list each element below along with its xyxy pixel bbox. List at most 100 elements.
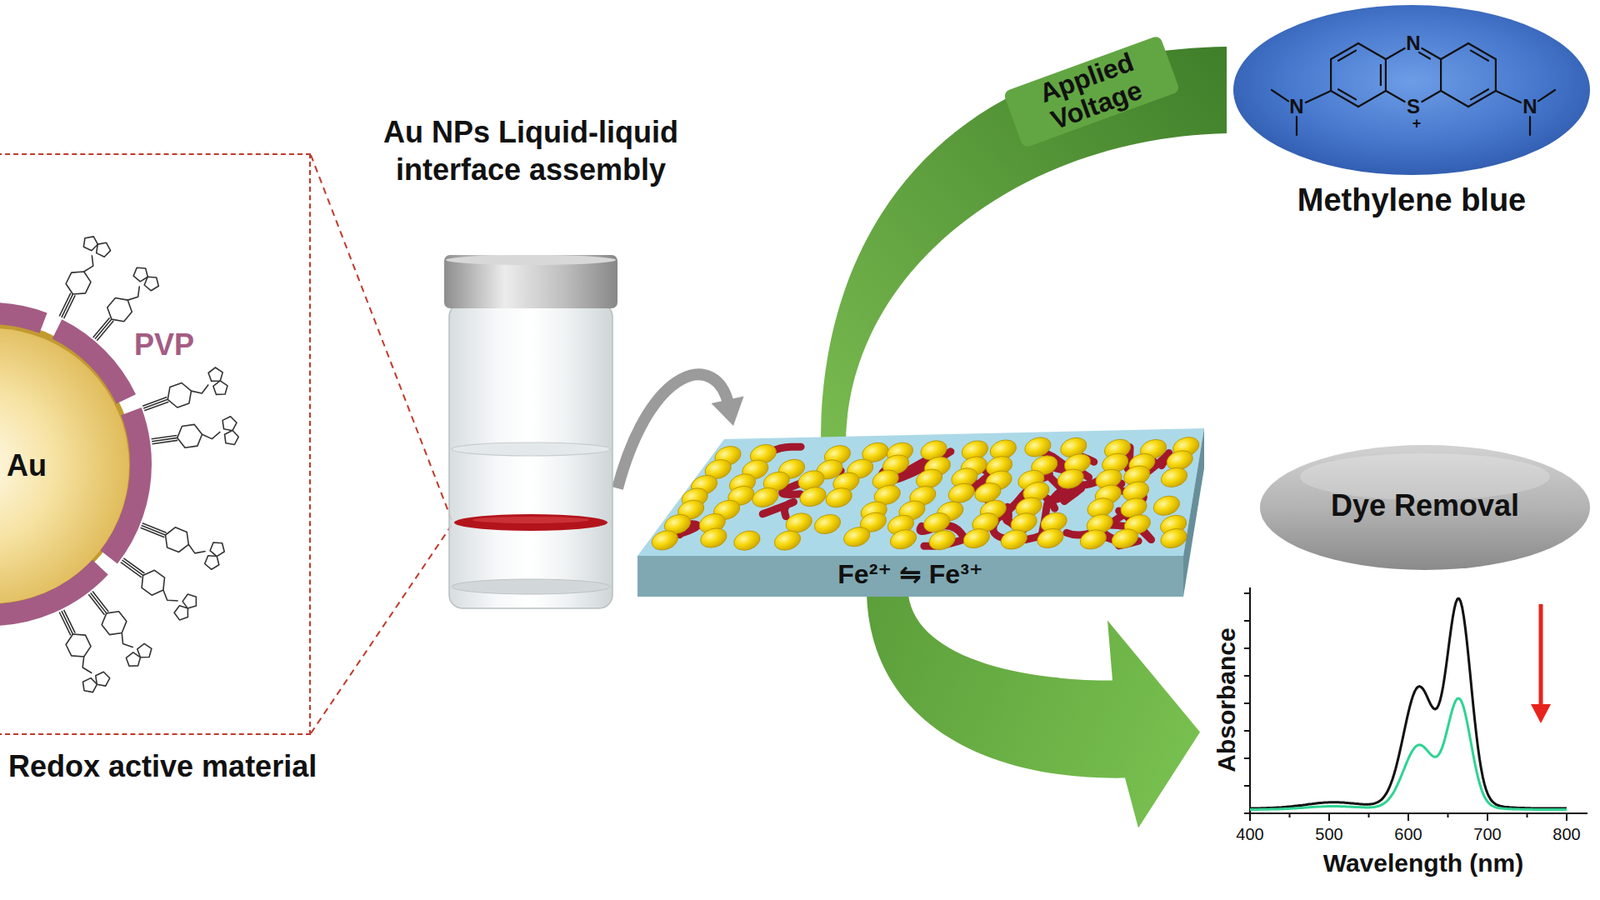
cyclopentadienyl-ring xyxy=(96,242,111,257)
tick-label: 400 xyxy=(1225,824,1275,845)
text-holder: S xyxy=(1400,95,1426,120)
liquid-surface xyxy=(451,442,610,456)
x-tick xyxy=(1565,813,1568,821)
bond xyxy=(1421,48,1441,60)
triple-bond xyxy=(64,295,76,319)
alkyl-chain xyxy=(82,656,92,674)
y-tick xyxy=(1244,592,1250,595)
gold-particle xyxy=(1158,525,1190,552)
bond xyxy=(1385,90,1405,102)
text-holder: Redox active material xyxy=(8,748,400,785)
cyclopentadienyl-ring xyxy=(210,542,225,557)
tick-label: 800 xyxy=(1541,824,1592,845)
alkyl-chain xyxy=(127,285,140,300)
cyclopentadienyl-ring xyxy=(208,367,223,381)
benzene-ring xyxy=(141,570,165,595)
node-shape xyxy=(1231,3,1592,177)
substrate: Fe²⁺ ⇋ Fe³⁺ xyxy=(637,428,1205,597)
text-holder: N xyxy=(1284,95,1310,120)
gold-particle xyxy=(698,525,730,551)
ferrocene-ligand xyxy=(142,367,228,411)
vial-cap xyxy=(444,255,618,309)
molecule-name: Methylene blue xyxy=(1231,181,1592,220)
cyclopentadienyl-ring xyxy=(144,276,159,291)
alkyl-chain xyxy=(84,255,94,272)
bond xyxy=(1421,90,1441,102)
triple-bond xyxy=(61,610,74,635)
bond xyxy=(1538,90,1555,101)
gold-particle xyxy=(823,485,855,511)
y-tick xyxy=(1244,812,1250,815)
bond xyxy=(1305,90,1331,103)
alkyl-chain xyxy=(191,385,210,394)
cyclopentadienyl-ring xyxy=(225,430,240,445)
triple-bond xyxy=(120,562,142,578)
text-holder: Fe²⁺ ⇋ Fe³⁺ xyxy=(637,559,1184,590)
bond xyxy=(1529,116,1531,135)
benzene-ring xyxy=(65,634,91,657)
benzene-ring xyxy=(177,424,203,448)
tick-label: 700 xyxy=(1462,824,1513,845)
bond xyxy=(1440,59,1442,91)
core-label: Au xyxy=(6,447,65,484)
benzene-ring xyxy=(107,298,133,322)
triple-bond xyxy=(90,592,107,613)
gold-particle xyxy=(1109,525,1140,552)
cyclopentadienyl-ring xyxy=(213,380,228,395)
text-holder: 500 xyxy=(1304,824,1355,845)
cyclopentadienyl-ring xyxy=(95,671,110,686)
text-holder: Dye Removal xyxy=(1258,488,1592,523)
triple-bond xyxy=(140,527,165,538)
ferrocene-ligand xyxy=(59,610,110,693)
text-holder: 800 xyxy=(1541,824,1592,845)
ferrocene-ligand xyxy=(88,591,152,667)
result-label: Dye Removal xyxy=(1258,488,1592,523)
axis-title: Absorbance xyxy=(1210,600,1244,800)
redox-label: Fe²⁺ ⇋ Fe³⁺ xyxy=(637,559,1184,590)
dashed-inset-box: Redox active materialAu xyxy=(0,153,311,735)
result-ellipse: Dye Removal xyxy=(1258,443,1592,572)
gold-particle xyxy=(960,525,992,552)
bond xyxy=(1338,50,1356,61)
bond xyxy=(1380,65,1382,85)
bond xyxy=(1358,90,1386,107)
spectrum-chart xyxy=(1244,587,1588,821)
triple-bond xyxy=(144,401,169,411)
y-tick xyxy=(1244,785,1250,787)
tick-label: 500 xyxy=(1304,824,1355,845)
gold-particle xyxy=(841,524,873,550)
gold-particle xyxy=(750,484,781,510)
text-holder: Wavelength (nm) xyxy=(1240,848,1600,879)
triple-bond xyxy=(152,440,179,444)
triple-bond xyxy=(95,319,112,340)
x-tick xyxy=(1249,813,1251,821)
connector xyxy=(866,595,1200,829)
x-tick xyxy=(1368,813,1370,818)
decrease-arrowhead xyxy=(1530,704,1551,724)
text-holder: N xyxy=(1400,31,1426,56)
benzene-ring xyxy=(165,527,190,553)
text-holder: Methylene blue xyxy=(1231,181,1592,220)
bond xyxy=(1419,52,1430,60)
bond xyxy=(1271,90,1289,101)
gold-particle xyxy=(1158,464,1190,490)
bond xyxy=(1440,90,1469,107)
result-arrow xyxy=(866,595,1200,829)
gold-particle xyxy=(926,527,958,554)
cyclopentadienyl-ring xyxy=(83,236,98,251)
ferrocene-ligand xyxy=(120,558,197,620)
bond xyxy=(1358,43,1386,60)
nanoparticle-film xyxy=(454,514,608,531)
node-shape xyxy=(444,255,618,613)
gold-particle xyxy=(1077,526,1109,553)
arrowhead xyxy=(711,395,745,426)
cyclopentadienyl-ring xyxy=(205,555,220,570)
film-highlight xyxy=(472,516,590,524)
triple-bond xyxy=(64,610,76,634)
cyclopentadienyl-ring xyxy=(133,267,148,282)
molecule-ellipse-shape xyxy=(1233,5,1590,175)
text-holder: Absorbance xyxy=(1210,600,1244,800)
bond xyxy=(1385,59,1387,91)
y-tick xyxy=(1244,757,1250,760)
benzene-ring xyxy=(101,611,127,635)
